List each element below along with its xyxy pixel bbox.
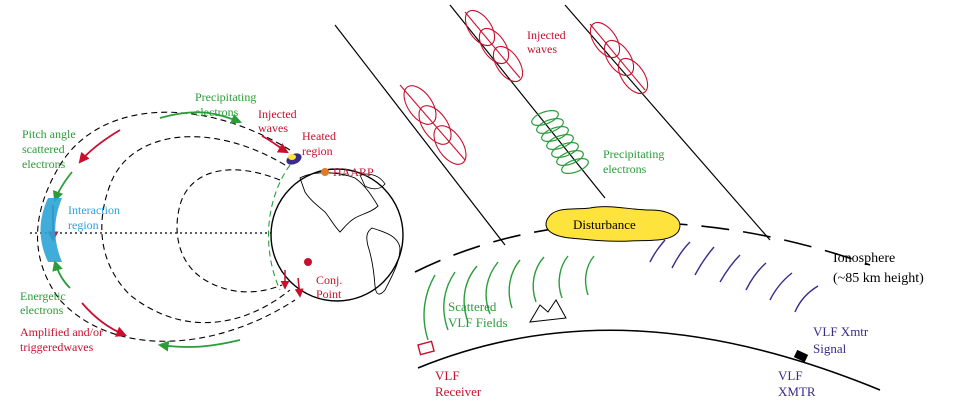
vlf-receiver-box xyxy=(417,340,435,356)
scattered-vlf-arcs xyxy=(423,255,595,341)
arrow-bottom-green xyxy=(157,339,241,352)
arrow-energetic-green xyxy=(52,259,71,289)
field-line-inner xyxy=(176,169,283,293)
haarp-marker xyxy=(321,168,329,176)
heated-region-glow xyxy=(288,154,296,160)
label-scattered-vlf: Scattered VLF Fields xyxy=(448,299,508,330)
continent-greenland xyxy=(359,173,386,190)
precipitating-electron-coil xyxy=(531,110,589,174)
beam-line-2 xyxy=(449,4,606,199)
vlf-xmtr-box xyxy=(793,349,809,363)
label-precipitating-top: Precipitating electrons xyxy=(195,90,259,119)
injected-wave-helix-1 xyxy=(399,84,467,165)
interaction-region-band xyxy=(40,198,62,262)
label-precipitating-right: Precipitating electrons xyxy=(603,147,667,176)
label-vlf-receiver: VLF Receiver xyxy=(435,368,482,399)
disturbance-blob xyxy=(545,206,681,242)
label-vlf-xmtr-signal: VLF Xmtr Signal xyxy=(813,324,872,356)
continent-north-america xyxy=(299,172,379,233)
label-disturbance: Disturbance xyxy=(573,217,636,232)
arrow-injected-waves xyxy=(261,135,289,154)
label-injected-waves-left: Injected waves xyxy=(258,107,300,135)
earth-surface-arc xyxy=(417,329,881,391)
beam-line-3 xyxy=(564,4,771,241)
label-vlf-xmtr: VLF XMTR xyxy=(778,368,816,399)
label-conj-point: Conj. Point xyxy=(316,273,345,301)
conj-point-marker xyxy=(304,258,312,266)
label-amplified-waves: Amplified and/or triggeredwaves xyxy=(20,325,106,354)
injected-wave-helix-3 xyxy=(589,21,649,95)
continent-south-america xyxy=(366,227,401,295)
label-energetic-electrons: Energetic electrons xyxy=(20,289,69,317)
arrow-pitch-angle-red xyxy=(78,129,121,164)
label-pitch-angle: Pitch angle scattered electrons xyxy=(22,127,79,171)
field-line-middle xyxy=(101,136,291,324)
label-haarp: HAARP xyxy=(333,165,374,179)
field-line-outer xyxy=(37,111,296,342)
mountain-glyph xyxy=(529,299,567,323)
arrow-amplified-red xyxy=(81,302,127,337)
arrow-pitch-angle-green xyxy=(52,171,73,203)
field-line-green xyxy=(267,164,291,291)
label-ionosphere: Ionosphere (~85 km height) xyxy=(833,251,924,286)
label-interaction-region: Interaction region xyxy=(68,203,123,232)
label-heated-region: Heated region xyxy=(302,129,339,158)
beam-line-1 xyxy=(334,24,506,246)
label-injected-waves-right: Injected waves xyxy=(527,28,569,56)
arrow-precipitating-top xyxy=(159,111,243,124)
arrow-conj-2 xyxy=(294,277,304,298)
vlf-xmtr-signal-arcs xyxy=(649,239,819,313)
injected-wave-helix-2 xyxy=(464,9,524,83)
earth-globe xyxy=(270,168,404,302)
